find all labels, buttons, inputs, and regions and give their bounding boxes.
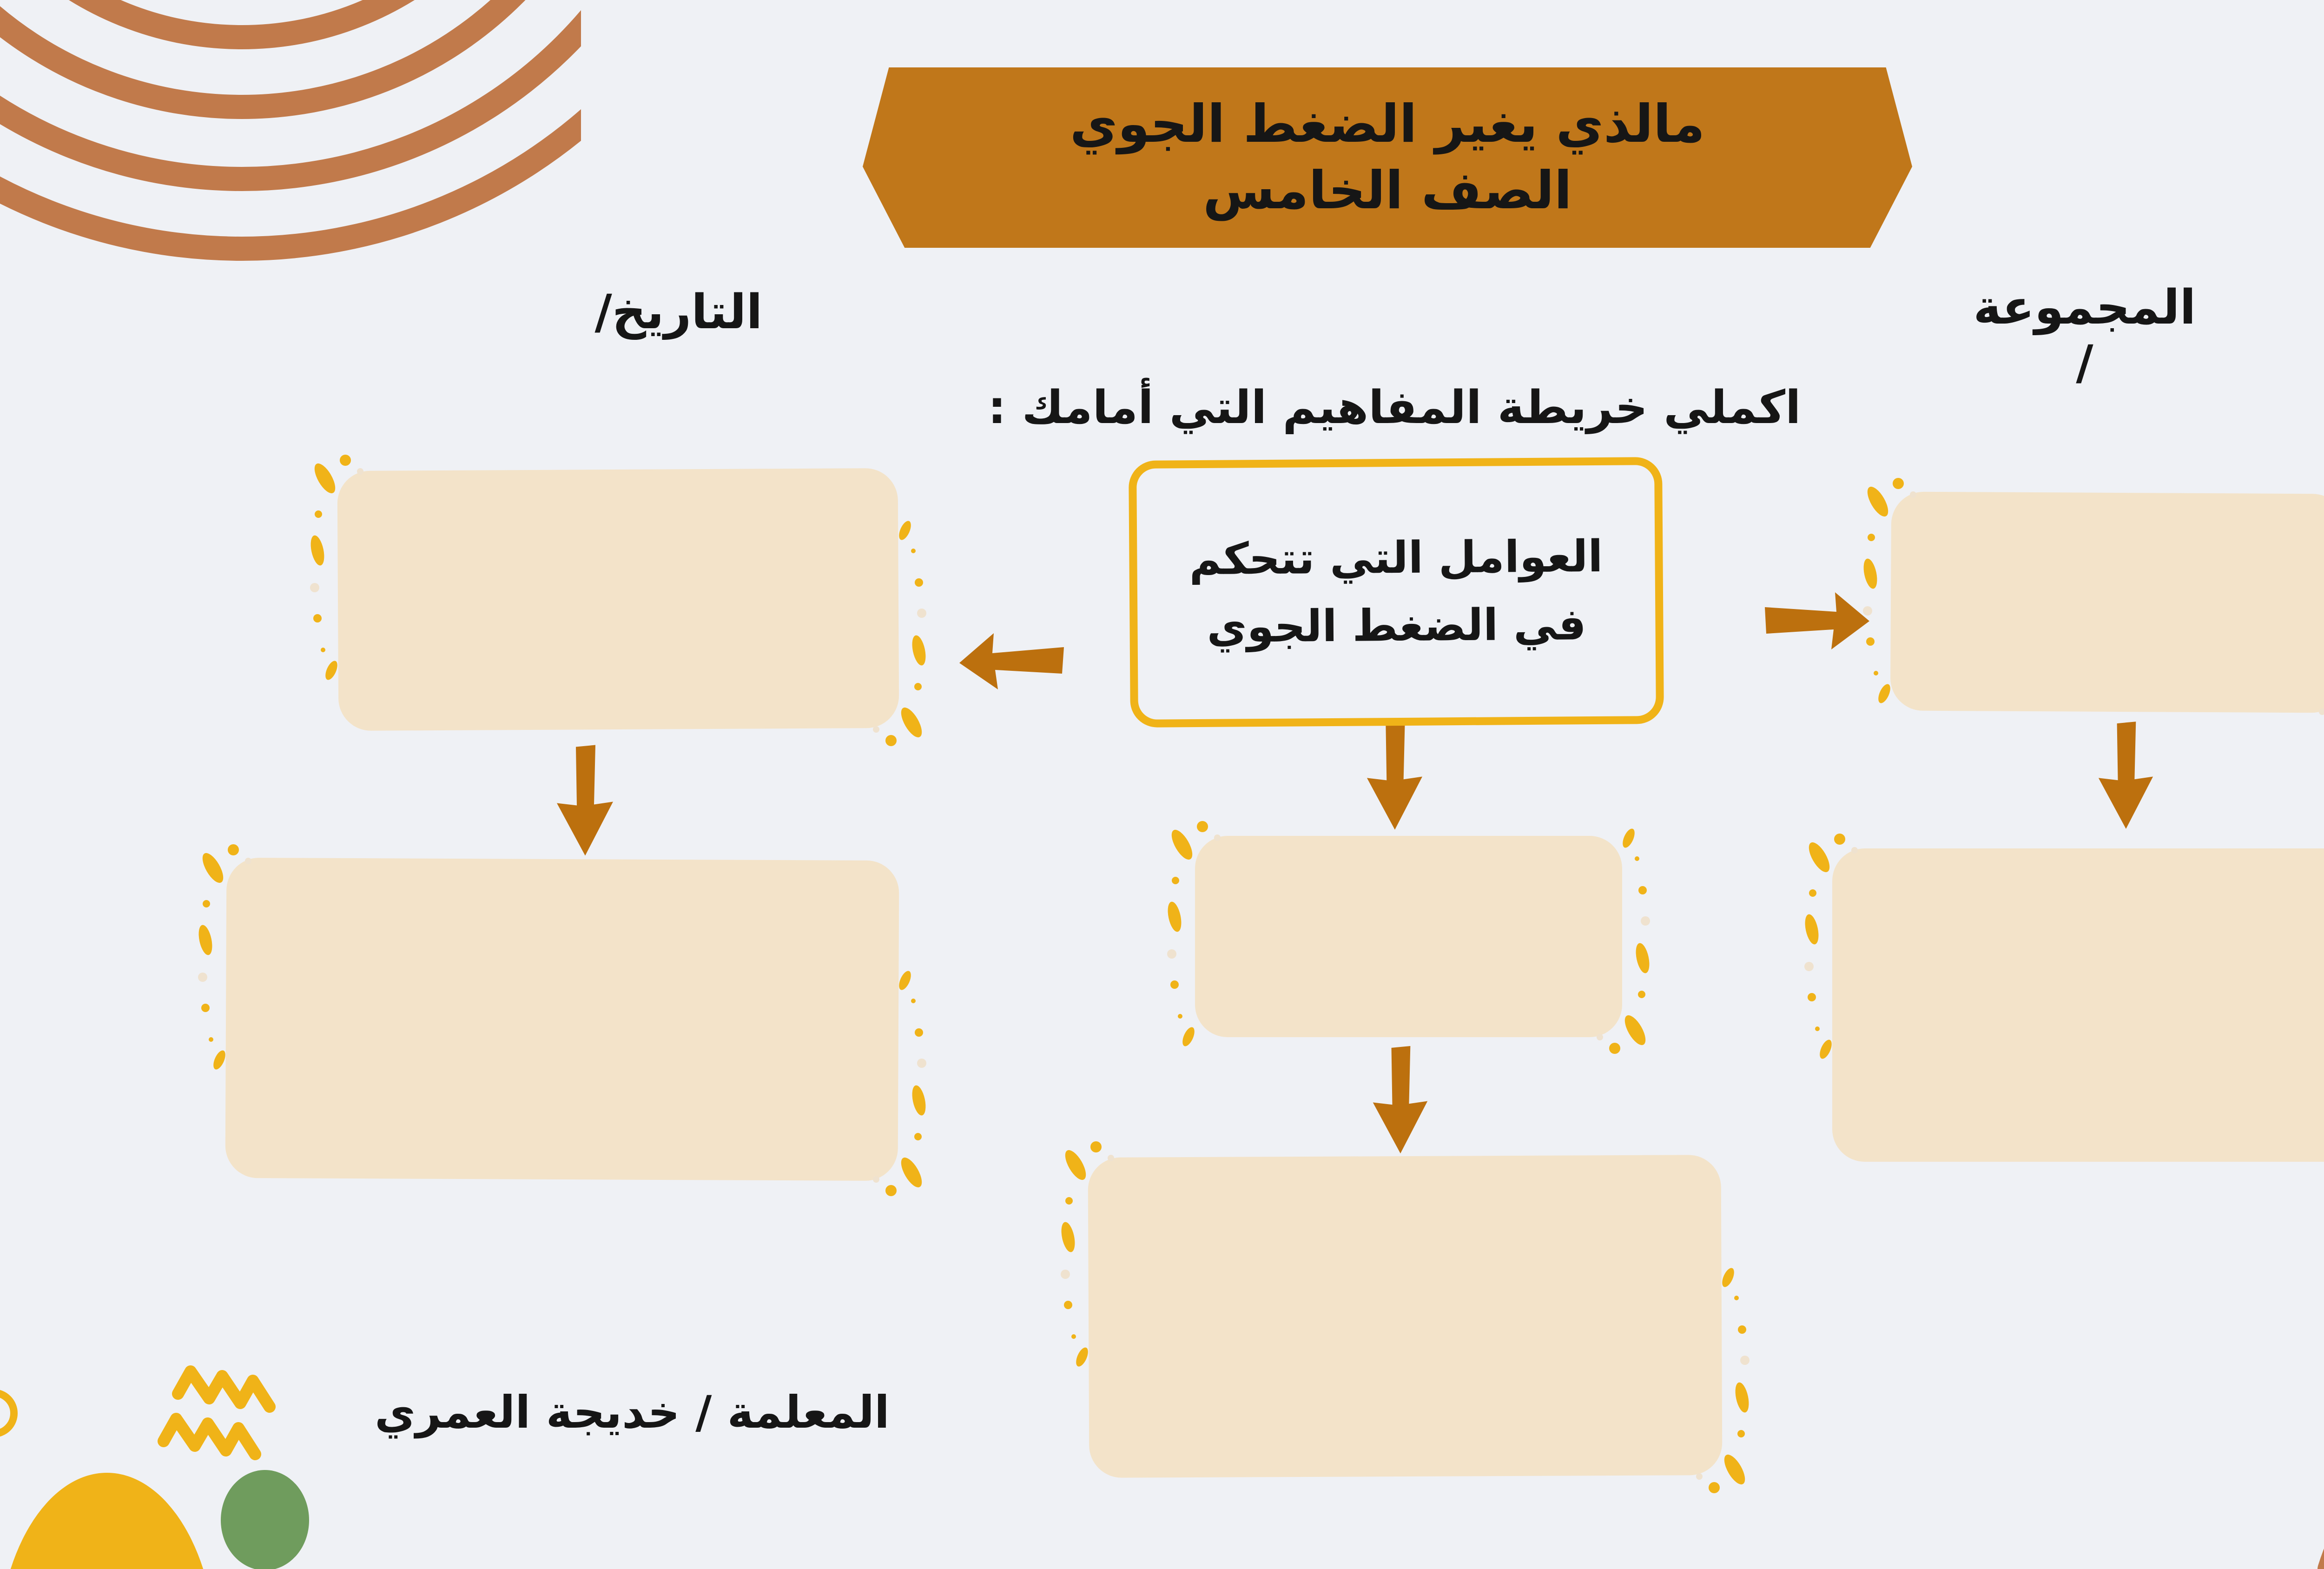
corner-sparkles-decoration	[1061, 1141, 1114, 1367]
banner-title-line1: مالذي يغير الضغط الجوي	[1070, 94, 1705, 155]
corner-sparkles-decoration	[1597, 828, 1650, 1054]
teacher-label: المعلمة / خديجة العمري	[375, 1386, 890, 1438]
concentric-arcs-decoration	[2317, 1549, 2324, 1569]
answer-slot	[1832, 848, 2324, 1162]
central-topic-box: العوامل التي تتحكم في الضغط الجوي	[1129, 457, 1664, 728]
answer-slot	[1088, 1155, 1723, 1478]
answer-slot	[1890, 491, 2324, 713]
answer-box-left-bottom[interactable]	[225, 857, 899, 1181]
arrow-down-icon	[557, 745, 613, 856]
arrow-down-icon	[1373, 1046, 1428, 1154]
arrow-right-icon	[1765, 592, 1869, 649]
arrow-down-icon	[1367, 721, 1423, 830]
answer-slot	[225, 858, 899, 1181]
instruction-text: اكملي خريطة المفاهيم التي أمامك :	[988, 381, 1801, 434]
title-banner: مالذي يغير الضغط الجوي الصف الخامس	[863, 67, 1912, 248]
green-dot-decoration	[221, 1470, 309, 1569]
banner-title-line2: الصف الخامس	[1202, 160, 1572, 221]
corner-sparkles-decoration	[873, 521, 926, 746]
arrow-down-icon	[2098, 722, 2153, 829]
corner-sparkles-decoration	[873, 971, 926, 1196]
corner-sparkles-decoration	[2319, 708, 2324, 715]
group-label: المجموعة /	[1973, 280, 2196, 391]
yellow-half-blob	[10, 1473, 204, 1569]
answer-box-right-top[interactable]	[1890, 491, 2324, 713]
corner-sparkles-decoration	[1696, 1268, 1750, 1493]
answer-slot	[1195, 836, 1622, 1037]
answer-box-middle-bottom[interactable]	[1088, 1155, 1723, 1478]
arrow-left-icon	[959, 633, 1064, 689]
corner-sparkles-decoration	[1804, 834, 1858, 1059]
corner-sparkles-decoration	[310, 455, 363, 680]
answer-box-middle-top[interactable]	[1195, 836, 1622, 1037]
blob-zigzag-decoration	[0, 1365, 309, 1569]
answer-box-left-top[interactable]	[337, 468, 899, 731]
corner-sparkles-decoration	[198, 844, 251, 1070]
corner-sparkles-decoration	[1863, 478, 1916, 703]
corner-sparkles-decoration	[1167, 821, 1221, 1046]
answer-slot	[337, 468, 899, 731]
concentric-arcs-decoration	[0, 0, 581, 261]
date-label: التاريخ/	[594, 285, 763, 340]
central-topic-text: العوامل التي تتحكم في الضغط الجوي	[1189, 531, 1603, 653]
answer-box-right-bottom[interactable]	[1832, 848, 2324, 1162]
